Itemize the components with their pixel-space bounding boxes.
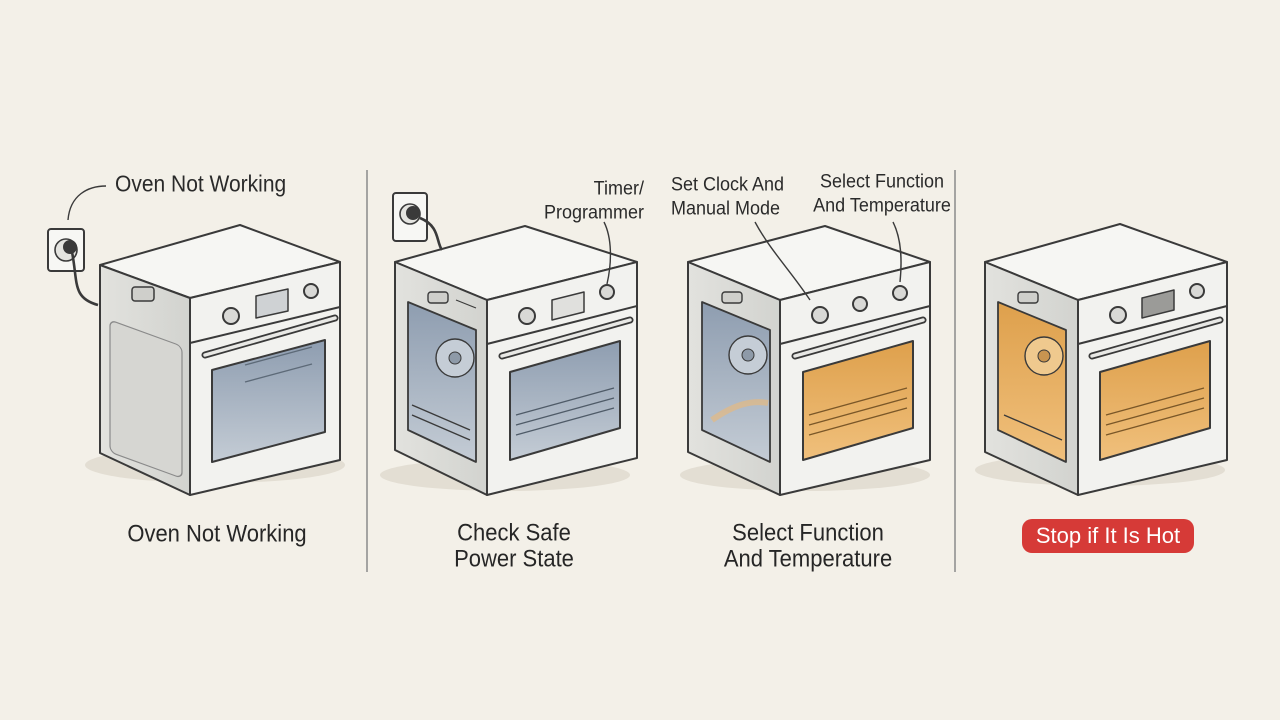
panel-1-oven bbox=[47, 185, 345, 496]
callout-set-clock-manual-mode: Set Clock And Manual Mode bbox=[671, 173, 785, 219]
caption-select-function-temperature: Select Function And Temperature bbox=[723, 519, 893, 572]
panel-2-oven bbox=[380, 192, 638, 496]
panel-3-oven bbox=[680, 221, 931, 496]
caption-oven-not-working: Oven Not Working bbox=[127, 519, 307, 547]
callout-select-function-temperature: Select Function And Temperature bbox=[813, 170, 951, 216]
callout-oven-not-working: Oven Not Working bbox=[115, 172, 287, 197]
panel-4-oven bbox=[975, 223, 1228, 496]
callout-timer-programmer: Timer/ Programmer bbox=[544, 177, 645, 223]
warning-badge-stop-if-hot: Stop if It Is Hot bbox=[1022, 519, 1194, 553]
caption-check-safe-power-state: Check Safe Power State bbox=[454, 519, 574, 572]
